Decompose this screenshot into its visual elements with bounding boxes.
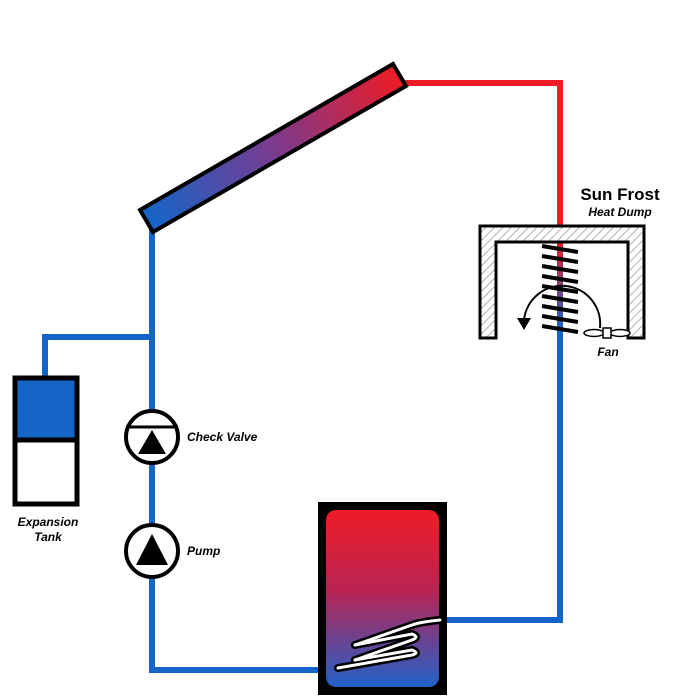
airflow-arrow	[523, 284, 602, 329]
pump	[124, 523, 180, 579]
expansion-tank	[12, 375, 80, 507]
check-valve	[124, 409, 180, 465]
cold-return-pipe	[437, 327, 563, 623]
expansion-tank-label-line2: Tank	[34, 530, 63, 544]
fan-label: Fan	[597, 345, 618, 359]
pipes	[42, 80, 563, 673]
storage-tank	[318, 502, 447, 695]
heat-dump-label: Heat Dump	[588, 205, 651, 219]
hot-supply-pipe	[397, 80, 563, 240]
heat-dump	[478, 224, 646, 340]
expansion-branch-pipe	[42, 334, 155, 381]
expansion-tank-label-line1: Expansion	[18, 515, 79, 529]
cold-supply-pipe	[149, 227, 338, 673]
fan-icon	[583, 327, 631, 339]
heat-dump-coil	[541, 244, 579, 334]
check-valve-label: Check Valve	[187, 430, 258, 444]
brand-label: Sun Frost	[580, 185, 660, 204]
solar-collector	[137, 61, 409, 235]
heat-dump-insulation	[478, 224, 646, 340]
pump-label: Pump	[187, 544, 220, 558]
airflow-arrow-head	[517, 318, 531, 330]
